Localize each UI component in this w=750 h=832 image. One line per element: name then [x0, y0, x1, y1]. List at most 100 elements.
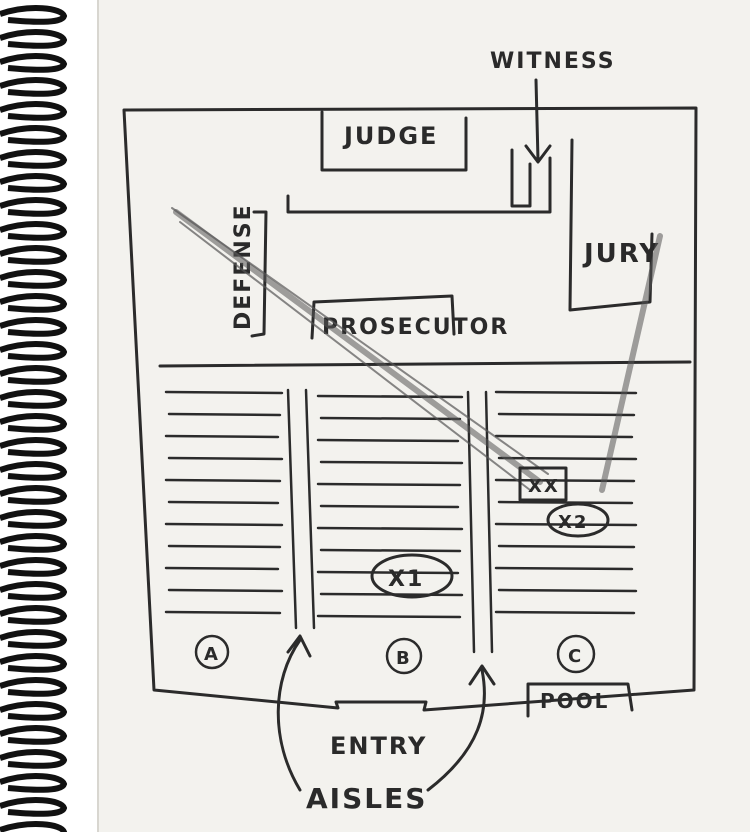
pew-line	[319, 416, 462, 421]
pew-line	[164, 478, 282, 483]
prosecutor-label: PROSECUTOR	[322, 315, 509, 340]
aisle-arrow-left	[276, 634, 312, 792]
aisle-arrow-right	[426, 664, 496, 792]
pool-label: POOL	[540, 689, 609, 713]
gallery-pews	[164, 390, 638, 619]
spiral-ring	[0, 101, 68, 121]
pew-line	[167, 500, 280, 505]
spiral-ring	[0, 389, 68, 409]
right-aisle	[466, 390, 494, 654]
spiral-binding	[0, 5, 68, 832]
x2-circle	[546, 502, 610, 538]
pew-line	[164, 434, 280, 439]
spiral-ring	[0, 485, 68, 505]
spiral-ring	[0, 437, 68, 457]
pew-line	[497, 544, 636, 549]
witness-label: WITNESS	[490, 49, 616, 74]
x2-label: X2	[558, 512, 588, 533]
section-c-circle	[556, 634, 596, 674]
x1-label: X1	[388, 567, 424, 592]
jury-sightline	[599, 233, 663, 493]
pew-line	[319, 548, 462, 553]
room-outline	[122, 106, 698, 712]
spiral-ring	[0, 269, 68, 289]
spiral-ring	[0, 173, 68, 193]
spiral-ring	[0, 509, 68, 529]
spiral-ring	[0, 413, 68, 433]
pew-line	[494, 610, 636, 615]
spiral-ring	[0, 293, 68, 313]
pew-line	[164, 566, 280, 571]
spiral-ring	[0, 749, 68, 769]
sightline-diagonal	[173, 209, 543, 485]
section-a-label: A	[204, 644, 220, 665]
pool-box	[526, 682, 634, 718]
spiral-ring	[0, 605, 68, 625]
spiral-ring	[0, 77, 68, 97]
pew-line	[167, 588, 284, 593]
section-b-circle	[385, 637, 423, 675]
entry-label: ENTRY	[330, 732, 427, 760]
section-b-label: B	[396, 648, 412, 669]
section-c-label: C	[568, 646, 583, 667]
pew-line	[497, 500, 634, 505]
spiral-ring	[0, 197, 68, 217]
spiral-ring	[0, 53, 68, 73]
spiral-ring	[0, 149, 68, 169]
pew-line	[316, 614, 462, 619]
judge-bench	[320, 110, 468, 172]
pew-line	[167, 456, 284, 461]
pew-line	[494, 522, 638, 527]
spiral-ring	[0, 533, 68, 553]
pew-line	[494, 566, 634, 571]
bar-divider	[158, 360, 692, 368]
spiral-ring	[0, 677, 68, 697]
pew-line	[316, 570, 460, 575]
spiral-ring	[0, 629, 68, 649]
spiral-ring	[0, 725, 68, 745]
spiral-ring	[0, 29, 68, 49]
spiral-ring	[0, 317, 68, 337]
pew-line	[167, 412, 282, 417]
section-a-circle	[194, 634, 230, 670]
spiral-ring	[0, 797, 68, 817]
aisles-label: AISLES	[306, 782, 427, 815]
sightline-hatch	[171, 207, 549, 491]
pew-line	[497, 456, 638, 461]
prosecutor-table	[310, 294, 456, 340]
judge-label: JUDGE	[342, 122, 438, 150]
pew-line	[167, 544, 282, 549]
pew-line	[497, 588, 638, 593]
x1-circle	[370, 553, 454, 599]
spiral-ring	[0, 365, 68, 385]
pew-line	[497, 412, 636, 417]
jury-box	[568, 138, 654, 312]
pew-line	[316, 526, 464, 531]
pew-line	[319, 460, 464, 465]
pew-line	[316, 438, 460, 443]
spiral-ring	[0, 125, 68, 145]
pew-line	[164, 522, 284, 527]
spiral-ring	[0, 5, 68, 25]
pew-line	[319, 504, 460, 509]
witness-arrow	[524, 78, 552, 164]
spiral-ring	[0, 245, 68, 265]
bench-front	[286, 156, 552, 214]
spiral-ring	[0, 461, 68, 481]
xx-box	[518, 466, 568, 502]
pew-line	[164, 390, 284, 395]
pew-line	[494, 434, 634, 439]
pew-line	[164, 610, 282, 615]
left-aisle	[286, 388, 316, 630]
witness-box	[510, 148, 532, 208]
spiral-ring	[0, 221, 68, 241]
spiral-ring	[0, 557, 68, 577]
spiral-ring	[0, 653, 68, 673]
spiral-ring	[0, 773, 68, 793]
spiral-ring	[0, 701, 68, 721]
spiral-ring	[0, 581, 68, 601]
pew-line	[316, 482, 462, 487]
jury-label: JURY	[582, 239, 660, 269]
